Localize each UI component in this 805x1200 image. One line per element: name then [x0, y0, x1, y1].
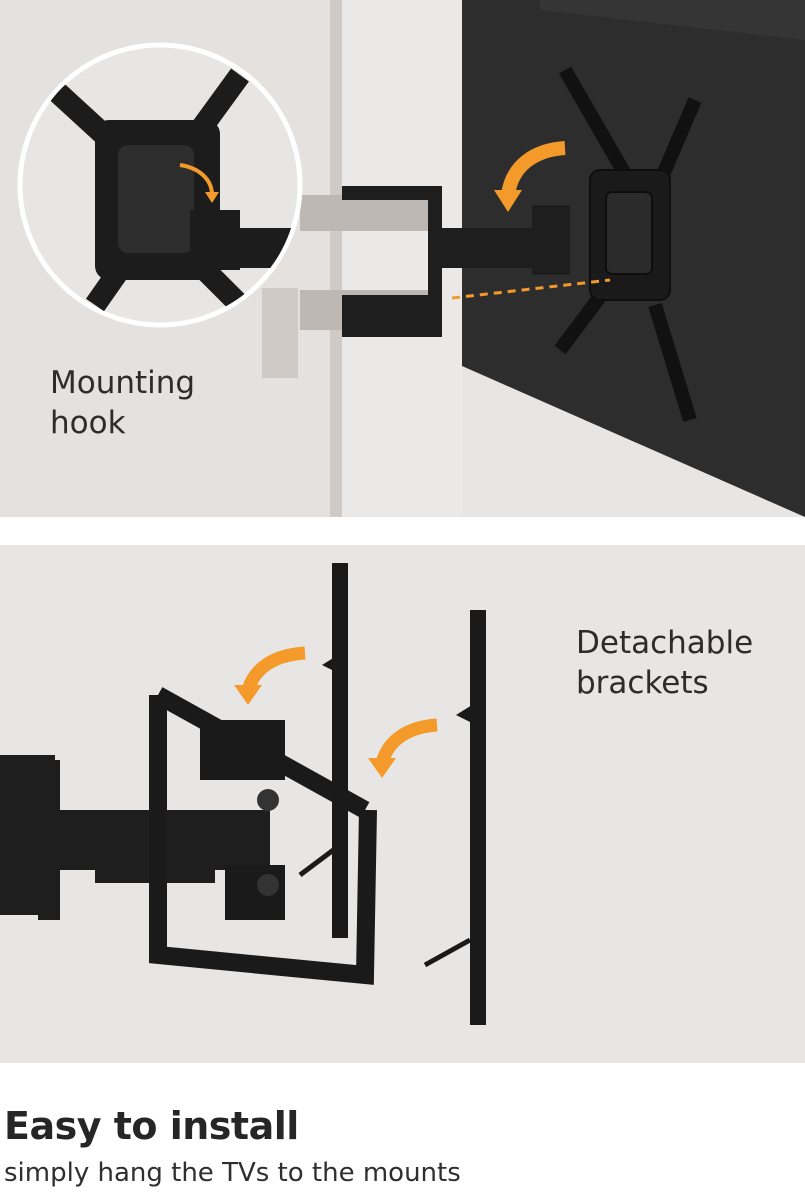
headline: Easy to install — [4, 1104, 299, 1148]
vesa-plate — [554, 66, 702, 423]
detachable-bracket-1 — [298, 563, 348, 938]
top-illustration-panel: Mounting hook — [0, 0, 805, 517]
alignment-dashed-line — [451, 278, 611, 300]
arm-ghost — [300, 195, 430, 231]
detachable-bracket-2 — [423, 610, 486, 1025]
wall-plate-ghost — [262, 288, 298, 378]
arrow-icon — [241, 646, 306, 693]
detachable-brackets-label: Detachable brackets — [576, 625, 754, 701]
arrow-icon — [501, 141, 566, 197]
tv-mount-attach-illustration — [0, 0, 805, 517]
inset-arrow-icon — [179, 163, 214, 196]
bottom-illustration-panel — [0, 545, 805, 1063]
mounting-hook-label: Mounting hook — [50, 365, 196, 441]
tilt-bracket — [200, 720, 285, 780]
arrow-icon — [375, 718, 438, 766]
detachable-brackets-illustration — [0, 563, 486, 1025]
subheadline: simply hang the TVs to the mounts — [4, 1158, 461, 1188]
wall-corner-edge — [330, 0, 342, 517]
mounting-hook-inset — [17, 42, 303, 328]
articulating-arm — [342, 186, 570, 337]
